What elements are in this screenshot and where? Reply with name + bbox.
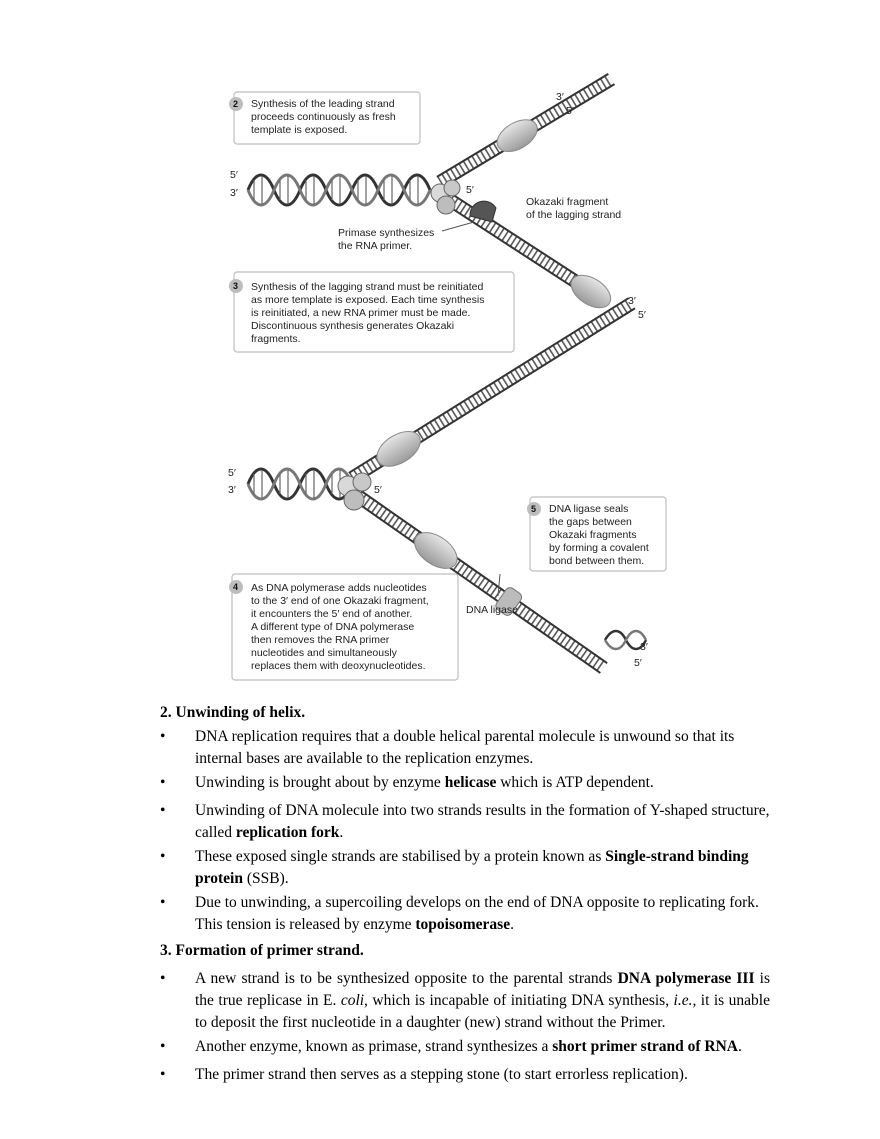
end-5-top-right: 5′: [566, 105, 574, 117]
dna-ligase-label: DNA ligase: [466, 604, 518, 616]
svg-text:proceeds continuously as fresh: proceeds continuously as fresh: [251, 111, 396, 123]
callout-step-4: 4 As DNA polymerase adds nucleotides to …: [229, 573, 459, 681]
svg-text:it encounters the 5′ end of an: it encounters the 5′ end of another.: [251, 608, 412, 620]
end-3-top-left: 3′: [230, 187, 238, 199]
svg-text:2: 2: [233, 99, 238, 109]
list-item: •DNA replication requires that a double …: [160, 728, 735, 767]
svg-text:3: 3: [233, 281, 238, 291]
leading-strand-top: [436, 72, 616, 189]
leading-strand-bottom: [348, 297, 636, 484]
end-5-bottom-top: 5′: [638, 309, 646, 321]
svg-text:fragments.: fragments.: [251, 333, 301, 345]
svg-text:Okazaki fragment: Okazaki fragment: [526, 196, 608, 208]
svg-text:Okazaki fragments: Okazaki fragments: [549, 529, 637, 541]
svg-text:Discontinuous synthesis genera: Discontinuous synthesis generates Okazak…: [251, 320, 454, 332]
svg-text:bond between them.: bond between them.: [549, 555, 644, 567]
primer-list: •A new strand is to be synthesized oppos…: [160, 968, 770, 1086]
list-item: •Unwinding is brought about by enzyme he…: [160, 772, 770, 794]
bullet-icon: •: [160, 1038, 166, 1055]
svg-text:of the lagging strand: of the lagging strand: [526, 209, 621, 221]
list-item: •These exposed single strands are stabil…: [160, 848, 749, 887]
svg-text:Synthesis of the leading stran: Synthesis of the leading strand: [251, 98, 395, 110]
bullet-icon: •: [160, 1066, 166, 1083]
dna-polymerase-leading: [496, 119, 538, 153]
primase-label: Primase synthesizes the RNA primer.: [338, 227, 434, 252]
svg-text:DNA ligase seals: DNA ligase seals: [549, 503, 628, 515]
svg-text:then removes the RNA primer: then removes the RNA primer: [251, 634, 390, 646]
svg-text:nucleotides and simultaneously: nucleotides and simultaneously: [251, 647, 398, 659]
lagging-strand-bottom: [353, 490, 648, 674]
svg-text:to the 3′ end of one Okazaki f: to the 3′ end of one Okazaki fragment,: [251, 595, 429, 607]
svg-text:as more template is exposed. E: as more template is exposed. Each time s…: [251, 294, 484, 306]
svg-text:the RNA primer.: the RNA primer.: [338, 240, 412, 252]
bullet-icon: •: [160, 728, 166, 745]
callout-step-3: 3 Synthesis of the lagging strand must b…: [229, 271, 515, 353]
end-3-bottom-top: 3′: [628, 295, 636, 307]
dna-ligase-shape: [495, 587, 523, 616]
bullet-icon: •: [160, 894, 166, 911]
unwinding-list: •DNA replication requires that a double …: [160, 726, 770, 936]
svg-text:is reinitiated, a new RNA prim: is reinitiated, a new RNA primer must be…: [251, 307, 470, 319]
svg-text:As DNA polymerase adds nucleot: As DNA polymerase adds nucleotides: [251, 582, 427, 594]
svg-text:A different type of DNA polyme: A different type of DNA polymerase: [251, 621, 414, 633]
svg-text:by forming a covalent: by forming a covalent: [549, 542, 649, 554]
section-heading-unwinding: 2. Unwinding of helix.: [160, 704, 306, 721]
end-5-primer: 5′: [466, 184, 474, 196]
end-5-bottom-left: 5′: [228, 467, 236, 479]
list-item: •Due to unwinding, a supercoiling develo…: [160, 894, 759, 933]
body-text: 2. Unwinding of helix. •DNA replication …: [160, 700, 770, 1088]
bullet-icon: •: [160, 802, 166, 819]
helicase-top: [430, 179, 461, 215]
bullet-icon: •: [160, 774, 166, 791]
section-heading-primer: 3. Formation of primer strand.: [160, 942, 364, 959]
list-item: •Another enzyme, known as primase, stran…: [160, 1036, 770, 1058]
bullet-icon: •: [160, 848, 166, 865]
dna-polymerase-lagging-bottom: [414, 532, 458, 569]
list-item: •A new strand is to be synthesized oppos…: [160, 970, 770, 1031]
svg-text:5: 5: [531, 504, 536, 514]
svg-text:4: 4: [233, 582, 238, 592]
parental-helix-top: [246, 173, 432, 207]
end-3-top-right: 3′: [556, 91, 564, 103]
okazaki-fragment-label: Okazaki fragment of the lagging strand: [526, 196, 621, 221]
list-item: •The primer strand then serves as a step…: [160, 1064, 770, 1086]
primase-top: [469, 200, 497, 223]
lagging-strand-top: [446, 194, 612, 309]
dna-replication-figure: 5′ 3′ 3′ 5′ 5′ Primase synthesizes the R…: [228, 72, 667, 681]
list-item: •Unwinding of DNA molecule into two stra…: [160, 802, 770, 841]
svg-text:Primase synthesizes: Primase synthesizes: [338, 227, 434, 239]
svg-text:template is exposed.: template is exposed.: [251, 124, 347, 136]
end-3-bottom-right: 3′: [640, 641, 648, 653]
svg-text:the gaps between: the gaps between: [549, 516, 632, 528]
helicase-bottom: [337, 472, 372, 511]
svg-text:replaces them with deoxynucleo: replaces them with deoxynucleotides.: [251, 660, 426, 672]
parental-helix-bottom: [246, 467, 354, 501]
callout-step-2: 2 Synthesis of the leading strand procee…: [229, 91, 421, 145]
callout-step-5: 5 DNA ligase seals the gaps between Okaz…: [527, 496, 667, 572]
end-3-bottom-left: 3′: [228, 484, 236, 496]
end-5-bottom-primer: 5′: [374, 484, 382, 496]
end-5-bottom-right: 5′: [634, 657, 642, 669]
dna-polymerase-lagging: [570, 274, 612, 309]
bullet-icon: •: [160, 970, 166, 987]
end-5-top-left: 5′: [230, 169, 238, 181]
svg-text:Synthesis of the lagging stran: Synthesis of the lagging strand must be …: [251, 281, 483, 293]
dna-polymerase-leading-bottom: [376, 430, 421, 467]
